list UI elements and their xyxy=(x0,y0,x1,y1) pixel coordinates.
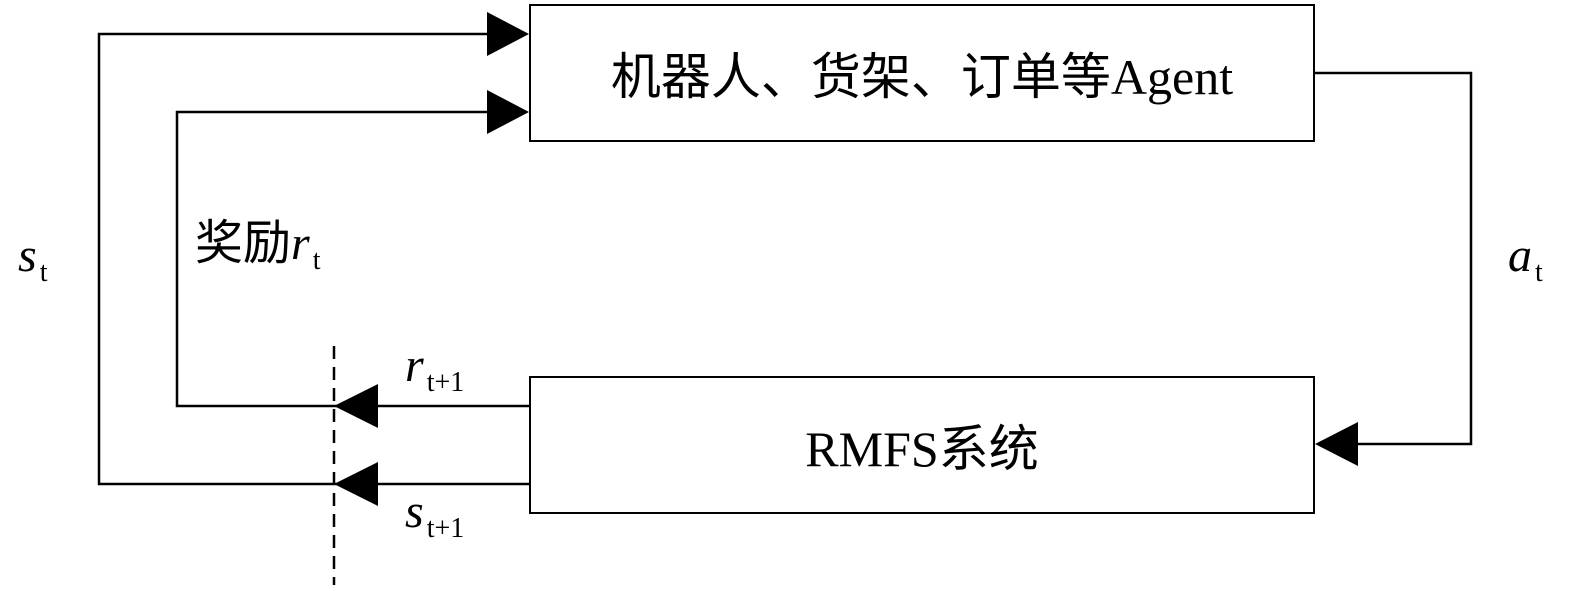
next-reward-symbol: r xyxy=(405,339,424,392)
environment-box-label: RMFS系统 xyxy=(805,421,1039,477)
reward-prefix: 奖励 xyxy=(195,217,292,270)
reward-symbol: r xyxy=(291,217,310,270)
next-state-symbol: s xyxy=(405,485,424,538)
agent-box: 机器人、货架、订单等Agent xyxy=(529,4,1315,142)
environment-box: RMFS系统 xyxy=(529,376,1315,514)
state-feedback-line xyxy=(97,32,529,486)
arrowhead-reward-next xyxy=(334,384,378,428)
agent-box-label: 机器人、货架、订单等Agent xyxy=(610,49,1234,105)
arrowhead-state-next xyxy=(334,462,378,506)
state-subscript: t xyxy=(39,257,48,288)
action-subscript: t xyxy=(1535,257,1543,288)
arrowhead-state-to-agent xyxy=(487,12,529,56)
action-symbol: a xyxy=(1508,229,1532,282)
state-symbol: s xyxy=(18,229,37,282)
arrowhead-reward-to-agent xyxy=(487,90,529,134)
action-line xyxy=(1315,71,1473,446)
next-reward-subscript: t+1 xyxy=(426,367,465,398)
reward-subscript: t xyxy=(312,245,321,276)
arrowhead-action-to-env xyxy=(1315,422,1358,466)
next-state-subscript: t+1 xyxy=(426,513,465,544)
